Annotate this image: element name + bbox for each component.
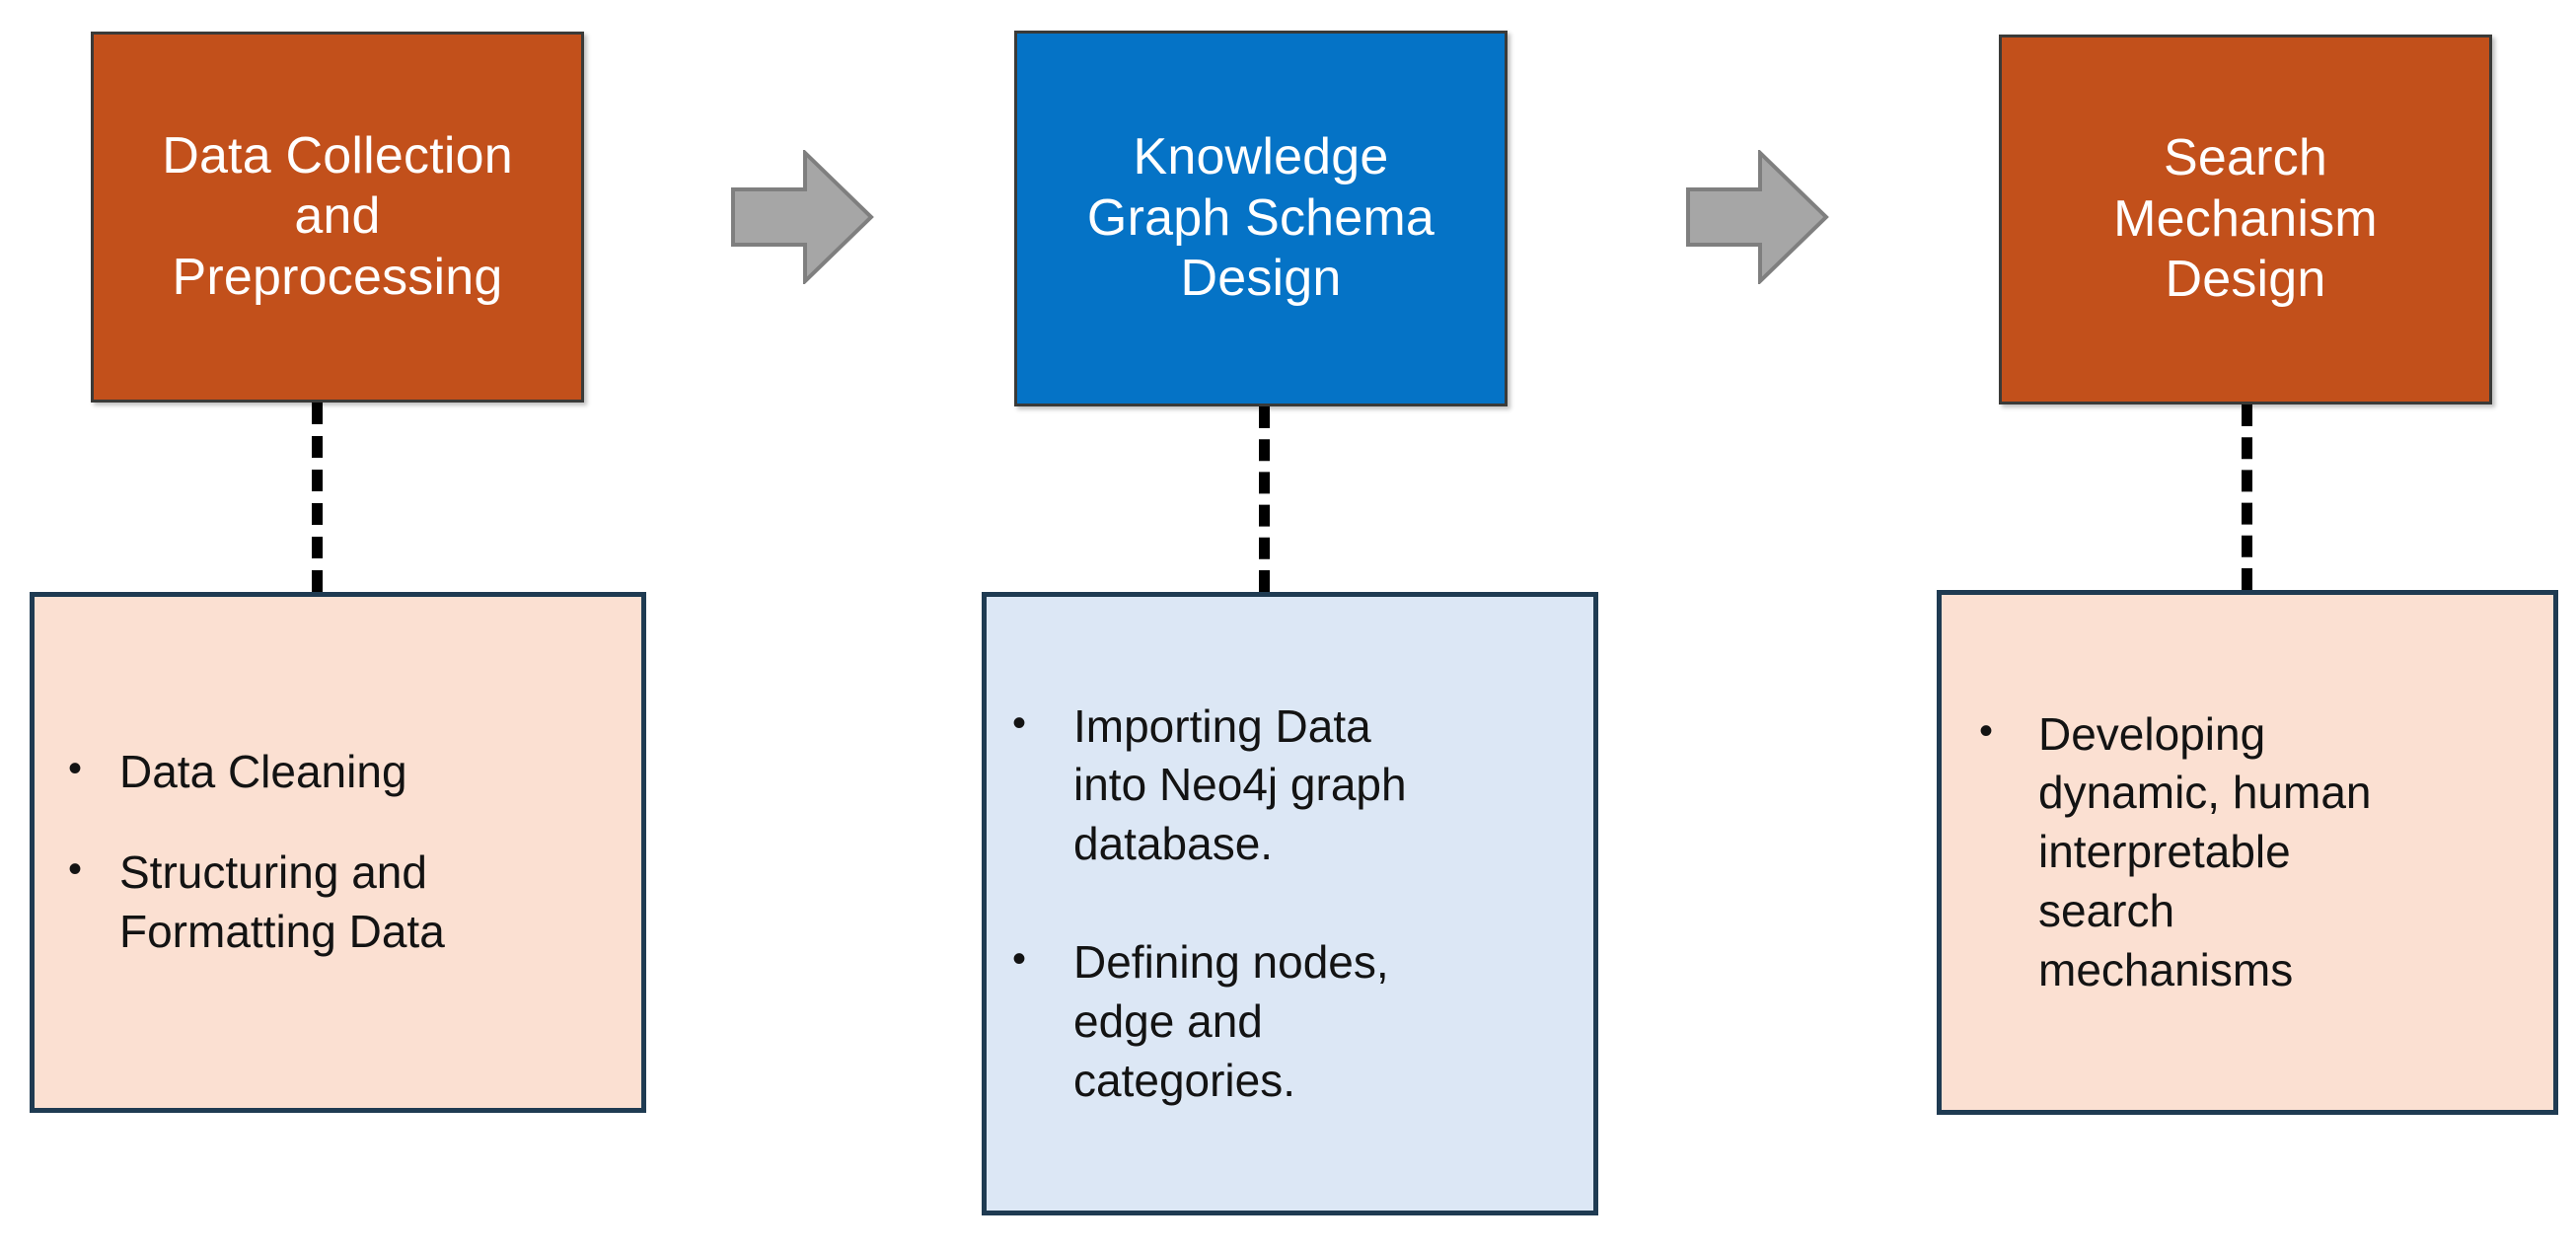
bullet-list-3: • Developing dynamic, human interpretabl… (1942, 705, 2553, 1000)
stage-box-search-mechanism-design[interactable]: Search Mechanism Design (1999, 35, 2492, 404)
flow-arrow-right-icon-1 (730, 150, 874, 284)
detail-box-search-mechanism-design[interactable]: • Developing dynamic, human interpretabl… (1937, 590, 2558, 1115)
bullet-text: Defining nodes, edge and categories. (1073, 936, 1389, 1106)
stage-title-1: Data Collection and Preprocessing (162, 126, 513, 306)
dashed-connector-stage-2 (1259, 406, 1270, 592)
bullet-dot-icon: • (1012, 937, 1027, 981)
stage-title-2: Knowledge Graph Schema Design (1086, 128, 1435, 308)
bullet-dot-icon: • (68, 847, 83, 892)
bullet-dot-icon: • (1012, 700, 1027, 745)
bullet-text: Developing dynamic, human interpretable … (2038, 707, 2372, 995)
stage-title-3: Search Mechanism Design (2113, 129, 2378, 309)
bullet-text: Importing Data into Neo4j graph database… (1073, 699, 1407, 870)
list-item: • Defining nodes, edge and categories. (1012, 933, 1572, 1110)
dashed-connector-stage-3 (2242, 404, 2252, 590)
bullet-text: Structuring and Formatting Data (119, 846, 445, 957)
list-item: • Structuring and Formatting Data (68, 844, 616, 962)
bullet-dot-icon: • (68, 747, 83, 791)
list-item: • Developing dynamic, human interpretabl… (1979, 705, 2532, 1000)
flow-arrow-right-icon-2 (1685, 150, 1829, 284)
bullet-list-2: • Importing Data into Neo4j graph databa… (987, 698, 1593, 1111)
bullet-list-1: • Data Cleaning • Structuring and Format… (35, 743, 641, 961)
detail-box-knowledge-graph-schema-design[interactable]: • Importing Data into Neo4j graph databa… (982, 592, 1598, 1215)
stage-box-knowledge-graph-schema-design[interactable]: Knowledge Graph Schema Design (1014, 31, 1508, 406)
bullet-dot-icon: • (1979, 708, 1994, 753)
dashed-connector-stage-1 (312, 403, 323, 592)
bullet-text: Data Cleaning (119, 746, 407, 798)
list-item: • Data Cleaning (68, 743, 616, 802)
detail-box-data-collection-and-preprocessing[interactable]: • Data Cleaning • Structuring and Format… (30, 592, 646, 1113)
stage-box-data-collection-and-preprocessing[interactable]: Data Collection and Preprocessing (91, 32, 584, 403)
list-item: • Importing Data into Neo4j graph databa… (1012, 698, 1572, 874)
